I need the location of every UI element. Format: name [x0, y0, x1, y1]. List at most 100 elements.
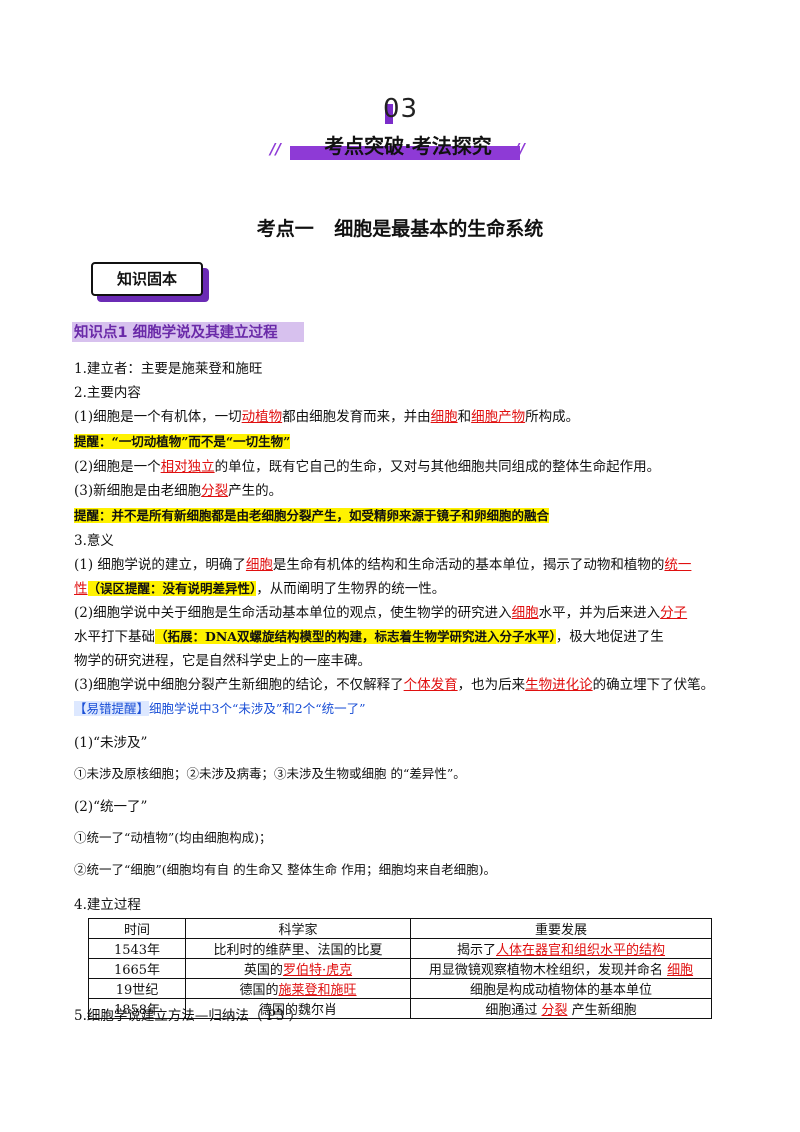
tip-line: 提醒：并不是所有新细胞都是由老细胞分裂产生，如受精卵来源于镜子和卵细胞的融合	[74, 505, 550, 524]
text: 水平打下基础	[74, 629, 155, 645]
section-title-bar	[290, 146, 520, 160]
text: 产生的。	[228, 483, 283, 499]
text: (1) 细胞学说的建立，明确了	[74, 557, 246, 573]
easy-mistake-text: 细胞学说中3个“未涉及”和2个“统一了”	[149, 701, 366, 716]
text: 英国的	[243, 963, 283, 978]
section-number-accent	[385, 104, 393, 124]
text: (2)细胞学说中关于细胞是生命活动基本单位的观点，使生物学的研究进入	[74, 605, 512, 621]
table-header-row: 时间 科学家 重要发展	[88, 918, 712, 939]
answer-blank: 统一	[664, 557, 692, 573]
text-line: (2)细胞是一个相对独立的单位，既有它自己的生命，又对与其他细胞共同组成的整体生…	[74, 455, 660, 475]
decoration-left: //	[270, 140, 281, 158]
text: 和	[457, 409, 472, 425]
text-line: 2.主要内容	[74, 385, 141, 401]
knowledge-point-title: 知识点1 细胞学说及其建立过程	[74, 325, 278, 341]
cell-scientist: 德国的施莱登和施旺	[185, 978, 411, 999]
text-line: 3.意义	[74, 533, 114, 549]
text-line: 水平打下基础（拓展：DNA双螺旋结构模型的构建，标志着生物学研究进入分子水平），…	[74, 625, 664, 645]
table-row: 1665年 英国的罗伯特·虎克 用显微镜观察植物木栓组织，发现并命名 细胞	[88, 958, 712, 979]
answer-blank: 分裂	[541, 1003, 568, 1018]
text: 揭示了	[456, 943, 496, 958]
answer-blank: 施莱登和施旺	[278, 983, 357, 998]
text: 产生新细胞	[571, 1003, 637, 1018]
answer-blank: 相对独立	[160, 459, 215, 475]
text-line: ①未涉及原核细胞；②未涉及病毒；③未涉及生物或细胞 的“差异性”。	[74, 766, 466, 781]
text: 比利时的维萨里、法国的比夏	[213, 943, 383, 958]
cell-development: 用显微镜观察植物木栓组织，发现并命名 细胞	[410, 958, 712, 979]
cell-time: 1665年	[88, 958, 186, 979]
answer-blank: 人体在器官和组织水平的结构	[496, 943, 666, 958]
cell-development: 揭示了人体在器官和组织水平的结构	[410, 938, 712, 959]
text: 所构成。	[525, 409, 580, 425]
cell-development: 细胞是构成动植物体的基本单位	[410, 978, 712, 999]
text-line: (2)细胞学说中关于细胞是生命活动基本单位的观点，使生物学的研究进入细胞水平，并…	[74, 601, 687, 621]
tip-line: 提醒：“一切动植物”而不是“一切生物”	[74, 431, 291, 450]
text: 水平，并为后来进入	[538, 605, 661, 621]
text: 德国的魏尔肖	[258, 1003, 337, 1018]
text: 细胞是构成动植物体的基本单位	[469, 983, 652, 998]
text: ，从而阐明了生物界的统一性。	[256, 581, 446, 597]
text: (3)细胞学说中细胞分裂产生新细胞的结论，不仅解释了	[74, 677, 404, 693]
section-number: 03	[383, 94, 419, 124]
text-line: (1)细胞是一个有机体，一切动植物都由细胞发育而来，并由细胞和细胞产物所构成。	[74, 405, 579, 425]
text-line: 5.细胞学说建立方法—归纳法（ P3 ）	[74, 1008, 303, 1024]
highlighted-tip: （误区提醒：没有说明差异性）	[87, 581, 257, 596]
text-line: 性（误区提醒：没有说明差异性），从而阐明了生物界的统一性。	[74, 577, 445, 597]
table-header: 时间	[88, 918, 186, 939]
answer-blank: 细胞产物	[471, 409, 526, 425]
answer-blank: 分裂	[201, 483, 229, 499]
text: 的单位，既有它自己的生命，又对与其他细胞共同组成的整体生命起作用。	[214, 459, 661, 475]
answer-blank: 罗伯特·虎克	[282, 963, 353, 978]
text-line: 物学的研究进程，它是自然科学史上的一座丰碑。	[74, 653, 371, 669]
text-line: 4.建立过程	[74, 897, 141, 913]
cell-development: 细胞通过 分裂 产生新细胞	[410, 998, 712, 1019]
text: ，极大地促进了生	[555, 629, 664, 645]
text: 用显微镜观察植物木栓组织，发现并命名	[428, 963, 663, 978]
text: ，也为后来	[457, 677, 526, 693]
table-row: 19世纪 德国的施莱登和施旺 细胞是构成动植物体的基本单位	[88, 978, 712, 999]
answer-blank: 个体发育	[403, 677, 458, 693]
answer-blank: 细胞	[667, 963, 694, 978]
text: (2)细胞是一个	[74, 459, 161, 475]
text: 细胞通过	[485, 1003, 538, 1018]
answer-blank: 细胞	[511, 605, 539, 621]
history-table: 时间 科学家 重要发展 1543年 比利时的维萨里、法国的比夏 揭示了人体在器官…	[88, 918, 712, 1019]
answer-blank: 生物进化论	[525, 677, 593, 693]
table-row: 1858年 德国的魏尔肖 细胞通过 分裂 产生新细胞	[88, 998, 712, 1019]
text-line: (3)细胞学说中细胞分裂产生新细胞的结论，不仅解释了个体发育，也为后来生物进化论…	[74, 673, 714, 693]
cell-time: 19世纪	[88, 978, 186, 999]
text-line: ②统一了“细胞”(细胞均有自 的生命又 整体生命 作用；细胞均来自老细胞)。	[74, 862, 496, 877]
cell-time: 1543年	[88, 938, 186, 959]
topic-title: 考点一 细胞是最基本的生命系统	[256, 218, 544, 240]
highlighted-tip: （拓展：DNA双螺旋结构模型的构建，标志着生物学研究进入分子水平）	[155, 629, 556, 644]
text-line: 1.建立者：主要是施莱登和施旺	[74, 361, 263, 377]
text: 德国的	[239, 983, 279, 998]
text-line: (1)“未涉及”	[74, 735, 148, 751]
knowledge-badge: 知识固本	[91, 262, 203, 296]
table-header: 科学家	[185, 918, 411, 939]
text: 都由细胞发育而来，并由	[282, 409, 431, 425]
text: (1)细胞是一个有机体，一切	[74, 409, 242, 425]
easy-mistake-line: 【易错提醒】细胞学说中3个“未涉及”和2个“统一了”	[74, 698, 365, 717]
text: (3)新细胞是由老细胞	[74, 483, 202, 499]
highlighted-tip: 提醒：“一切动植物”而不是“一切生物”	[74, 434, 291, 449]
knowledge-point-highlight	[72, 322, 304, 342]
answer-blank: 细胞	[430, 409, 458, 425]
table-header: 重要发展	[410, 918, 712, 939]
table-row: 1543年 比利时的维萨里、法国的比夏 揭示了人体在器官和组织水平的结构	[88, 938, 712, 959]
text-line: (1) 细胞学说的建立，明确了细胞是生命有机体的结构和生命活动的基本单位，揭示了…	[74, 553, 691, 573]
text-line: ①统一了“动植物”(均由细胞构成)；	[74, 830, 272, 845]
text-line: (3)新细胞是由老细胞分裂产生的。	[74, 479, 282, 499]
section-title: 考点突破·考法探究	[324, 134, 492, 158]
cell-scientist: 英国的罗伯特·虎克	[185, 958, 411, 979]
cell-time: 1858年	[88, 998, 186, 1019]
easy-mistake-tag: 【易错提醒】	[74, 701, 150, 716]
text-line: (2)“统一了”	[74, 799, 148, 815]
cell-scientist: 比利时的维萨里、法国的比夏	[185, 938, 411, 959]
answer-blank: 动植物	[241, 409, 283, 425]
text: 是生命有机体的结构和生命活动的基本单位，揭示了动物和植物的	[272, 557, 665, 573]
text: 的确立埋下了伏笔。	[592, 677, 715, 693]
answer-blank: 细胞	[245, 557, 273, 573]
decoration-right: //	[514, 140, 525, 158]
answer-blank: 性	[74, 581, 88, 597]
